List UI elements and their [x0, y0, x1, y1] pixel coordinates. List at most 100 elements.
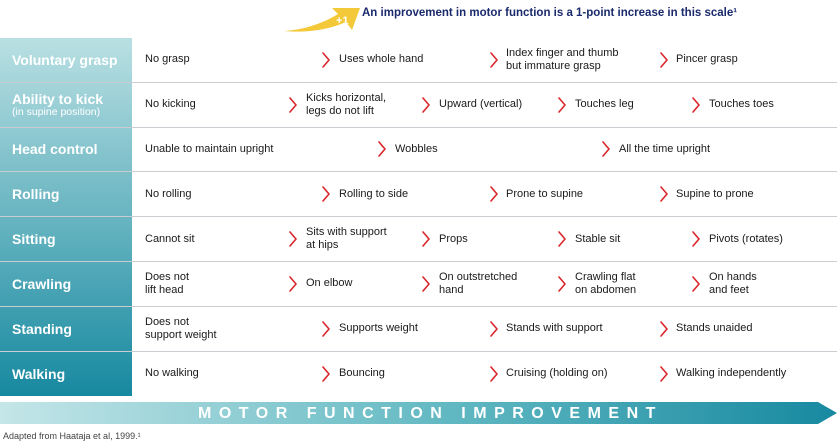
chevron-right-icon — [322, 186, 330, 203]
chevron-right-icon — [322, 320, 330, 337]
chevron-right-icon — [490, 366, 498, 382]
stage-item: Upward (vertical) — [439, 83, 522, 127]
stage-text: Pivots (rotates) — [709, 232, 783, 245]
stage-item: Props — [439, 217, 468, 261]
row-label-text: Head control — [12, 141, 98, 158]
stage-text: Prone to supine — [506, 187, 584, 200]
stage-item: Touches leg — [575, 83, 634, 127]
stage-text: Pincer grasp — [676, 53, 738, 66]
stage-item: Uses whole hand — [339, 38, 423, 82]
stage-item: Stable sit — [575, 217, 620, 261]
stage-item: Supine to prone — [676, 172, 754, 216]
chevron-right-icon — [660, 52, 668, 68]
stage-item: Pivots (rotates) — [709, 217, 783, 261]
row-label: Standing — [0, 306, 132, 351]
chevron-right-icon — [490, 52, 498, 68]
stage-item: Wobbles — [395, 128, 438, 172]
stage-item: No grasp — [145, 38, 190, 82]
chevron-right-icon — [322, 366, 330, 382]
row-label: Crawling — [0, 261, 132, 306]
row-label-text: Crawling — [12, 275, 72, 292]
stage-text: Touches toes — [709, 98, 774, 111]
stage-item: Walking independently — [676, 352, 786, 397]
motor-function-table: Voluntary grasp No grasp Uses whole hand In… — [0, 38, 837, 397]
stage-text: Supine to prone — [676, 187, 754, 200]
chevron-right-icon — [602, 141, 610, 158]
stage-item: Supports weight — [339, 307, 418, 351]
stage-item: Kicks horizontal,legs do not lift — [306, 83, 386, 127]
plus-one-badge: +1 — [336, 15, 349, 27]
row-ability-to-kick: Ability to kick(in supine position)No ki… — [0, 82, 837, 128]
chevron-right-icon — [422, 96, 430, 113]
chevron-right-icon — [422, 231, 430, 247]
stage-item: No kicking — [145, 83, 196, 127]
chevron-right-icon — [490, 320, 498, 337]
stage-text: No walking — [145, 367, 199, 380]
scale-note: An improvement in motor function is a 1-… — [362, 7, 738, 19]
motor-function-improvement-label: MOTOR FUNCTION IMPROVEMENT — [198, 405, 663, 422]
stage-item: On elbow — [306, 262, 352, 306]
chevron-right-icon — [558, 276, 566, 292]
row-label: Voluntary grasp — [0, 38, 132, 82]
row-label-text: Sitting — [12, 231, 56, 248]
chevron-right-icon — [422, 276, 430, 292]
chevron-right-icon — [558, 231, 566, 247]
row-voluntary-grasp: Voluntary grasp No grasp Uses whole hand In… — [0, 38, 837, 83]
stage-text: All the time upright — [619, 142, 711, 155]
chevron-right-icon — [378, 141, 386, 158]
chevron-right-icon — [289, 231, 297, 247]
stage-text: Kicks horizontal,legs do not lift — [306, 91, 387, 117]
stage-item: Pincer grasp — [676, 38, 738, 82]
row-label: Rolling — [0, 172, 132, 217]
improvement-arrow-bar — [0, 402, 837, 424]
chevron-right-icon — [490, 186, 498, 203]
stage-text: No grasp — [145, 53, 190, 66]
stage-text: Props — [439, 232, 468, 245]
stage-text: Upward (vertical) — [439, 98, 523, 111]
stage-text: Uses whole hand — [339, 53, 424, 66]
chevron-right-icon — [660, 320, 668, 337]
row-label: Sitting — [0, 217, 132, 261]
row-label-text: Standing — [12, 320, 72, 337]
stage-text: Supports weight — [339, 322, 418, 335]
stage-text: No rolling — [145, 187, 192, 200]
stage-item: Stands unaided — [676, 307, 752, 351]
stage-text: Walking independently — [676, 367, 787, 380]
stage-text: Stands with support — [506, 322, 603, 335]
stage-text: On elbow — [306, 277, 353, 290]
chevron-right-icon — [660, 186, 668, 203]
row-label: Walking — [0, 351, 132, 397]
chevron-right-icon — [289, 96, 297, 113]
stage-text: Bouncing — [339, 367, 385, 380]
source-footnote: Adapted from Haataja et al, 1999.¹ — [3, 431, 141, 441]
stage-item: Cannot sit — [145, 217, 195, 261]
stage-text: Touches leg — [575, 98, 634, 111]
stage-text: Wobbles — [395, 142, 438, 155]
row-label: Head control — [0, 127, 132, 172]
row-label-text: Walking — [12, 365, 66, 382]
stage-text: Rolling to side — [339, 187, 409, 200]
stage-text: Stands unaided — [676, 322, 753, 335]
header: +1 An improvement in motor function is a… — [0, 0, 837, 36]
stage-text: Cannot sit — [145, 232, 195, 245]
stage-text: Stable sit — [575, 232, 621, 245]
stage-item: All the time upright — [619, 128, 710, 172]
row-label-text: Ability to kick — [12, 90, 104, 107]
stage-item: Stands with support — [506, 307, 603, 351]
